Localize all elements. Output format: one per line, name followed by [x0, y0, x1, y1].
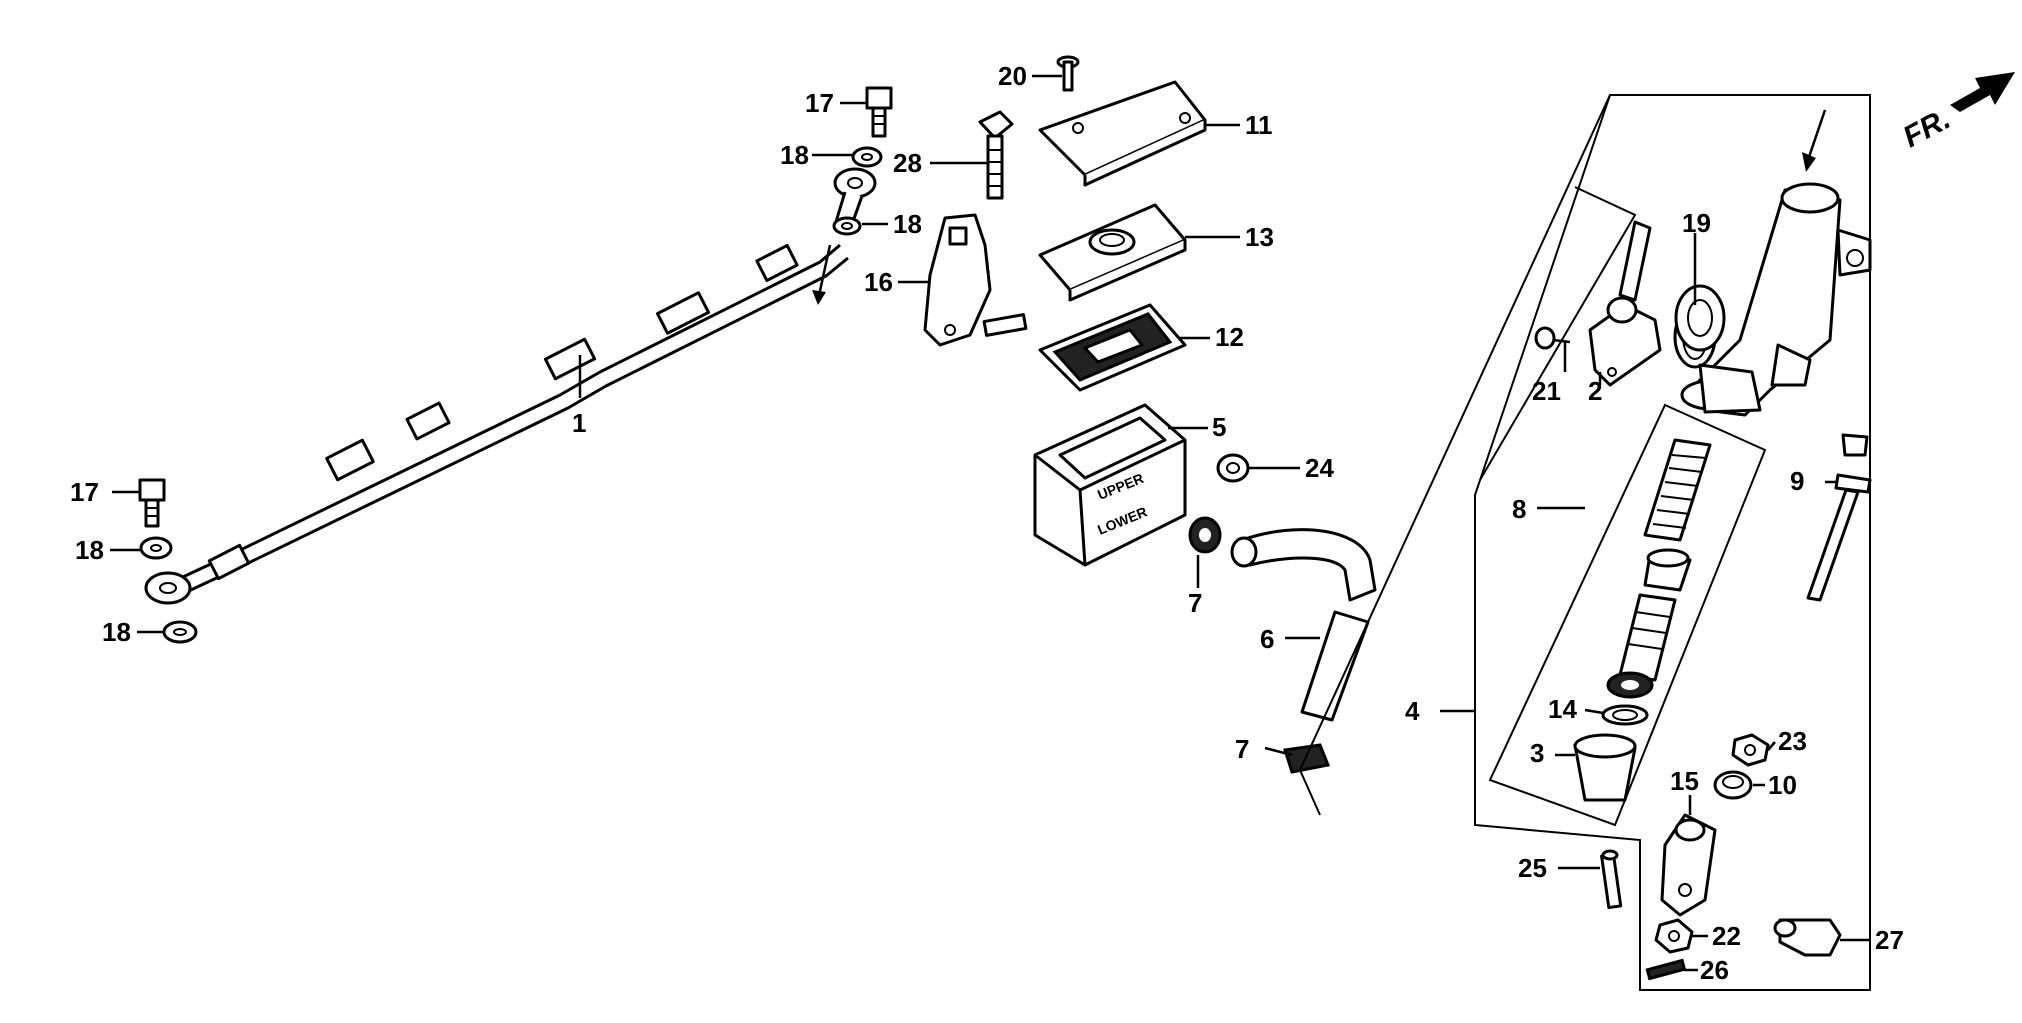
- cotter-pin-26-icon[interactable]: [1645, 958, 1687, 981]
- label-1: 1: [572, 408, 586, 438]
- reservoir-cap-11[interactable]: [1038, 80, 1207, 187]
- label-20: 20: [998, 61, 1027, 91]
- banjo-lower: [144, 571, 192, 605]
- label-24: 24: [1305, 453, 1334, 483]
- direction-label: FR.: [1898, 102, 1956, 154]
- leader-lines: [110, 74, 1870, 972]
- label-17a: 17: [805, 88, 834, 118]
- label-11: 11: [1245, 110, 1273, 140]
- clip-7-lower-icon[interactable]: [1283, 743, 1331, 774]
- seal-icon[interactable]: [1606, 671, 1654, 699]
- label-4: 4: [1405, 696, 1420, 726]
- label-10: 10: [1768, 770, 1797, 800]
- label-17b: 17: [70, 477, 99, 507]
- label-5: 5: [1212, 412, 1226, 442]
- circlip-14-icon[interactable]: [1601, 704, 1649, 726]
- rod-9[interactable]: [1806, 433, 1872, 602]
- diaphragm-plate-13[interactable]: [1038, 203, 1187, 302]
- front-arrow-icon: [1950, 72, 2015, 112]
- reservoir-5[interactable]: UPPER LOWER: [1033, 403, 1187, 567]
- master-cylinder-body[interactable]: [1674, 182, 1872, 417]
- washer-18b-icon[interactable]: [832, 216, 862, 236]
- joint-2[interactable]: [1588, 220, 1662, 387]
- clevis-15[interactable]: [1660, 813, 1717, 917]
- cup-primary-icon[interactable]: [1643, 548, 1692, 592]
- hose-6[interactable]: [1230, 528, 1377, 722]
- label-13: 13: [1245, 222, 1274, 252]
- nut-23-icon[interactable]: [1731, 733, 1770, 767]
- label-23: 23: [1778, 726, 1807, 756]
- label-18c: 18: [75, 535, 104, 565]
- screw-20-icon[interactable]: [1056, 55, 1080, 92]
- spring-8[interactable]: [1643, 438, 1712, 542]
- label-25: 25: [1518, 853, 1547, 883]
- label-3: 3: [1530, 738, 1544, 768]
- label-7b: 7: [1235, 734, 1249, 764]
- piston-icon[interactable]: [1618, 593, 1677, 682]
- flow-arrow-icon: [812, 244, 832, 305]
- sub-kit-outline: [1479, 186, 1767, 827]
- label-9: 9: [1790, 466, 1804, 496]
- cap-nut-24-icon[interactable]: [1216, 453, 1250, 483]
- joint-pin-27[interactable]: [1773, 918, 1842, 957]
- front-direction-indicator: FR.: [1898, 72, 2015, 154]
- label-16: 16: [864, 267, 893, 297]
- label-27: 27: [1875, 925, 1904, 955]
- label-8: 8: [1512, 494, 1526, 524]
- label-2: 2: [1588, 376, 1602, 406]
- screw-21-icon[interactable]: [1534, 326, 1571, 350]
- part-labels: 1 2 3 4 5 6 7 7 8 9 10 11 12 13 14 15 16…: [70, 61, 1904, 985]
- clip-7-upper-icon[interactable]: [1188, 516, 1222, 554]
- label-14: 14: [1548, 694, 1577, 724]
- label-26: 26: [1700, 955, 1729, 985]
- bolt-28-icon[interactable]: [978, 110, 1014, 200]
- label-18b: 18: [893, 209, 922, 239]
- label-12: 12: [1215, 322, 1244, 352]
- washer-18c-icon[interactable]: [139, 536, 173, 560]
- flow-arrow-2-icon: [1802, 109, 1827, 172]
- label-22: 22: [1712, 921, 1741, 951]
- label-21: 21: [1532, 376, 1561, 406]
- label-28: 28: [893, 148, 922, 178]
- bracket-16[interactable]: [923, 213, 1028, 347]
- label-6: 6: [1260, 624, 1274, 654]
- diaphragm-12[interactable]: [1038, 303, 1187, 392]
- brake-hose[interactable]: [154, 243, 849, 604]
- washer-18a-icon[interactable]: [851, 146, 883, 168]
- bolt-17-upper-icon[interactable]: [865, 86, 893, 138]
- boot-3[interactable]: [1573, 733, 1637, 802]
- bolt-17-lower-icon[interactable]: [138, 478, 166, 528]
- washer-18d-icon[interactable]: [162, 620, 198, 644]
- pin-25-icon[interactable]: [1600, 849, 1623, 910]
- label-18d: 18: [102, 617, 131, 647]
- label-7a: 7: [1188, 588, 1202, 618]
- nut-22-icon[interactable]: [1654, 918, 1694, 954]
- label-19: 19: [1682, 208, 1711, 238]
- bushing-10-icon[interactable]: [1713, 770, 1753, 800]
- label-15: 15: [1670, 766, 1699, 796]
- label-18a: 18: [780, 140, 809, 170]
